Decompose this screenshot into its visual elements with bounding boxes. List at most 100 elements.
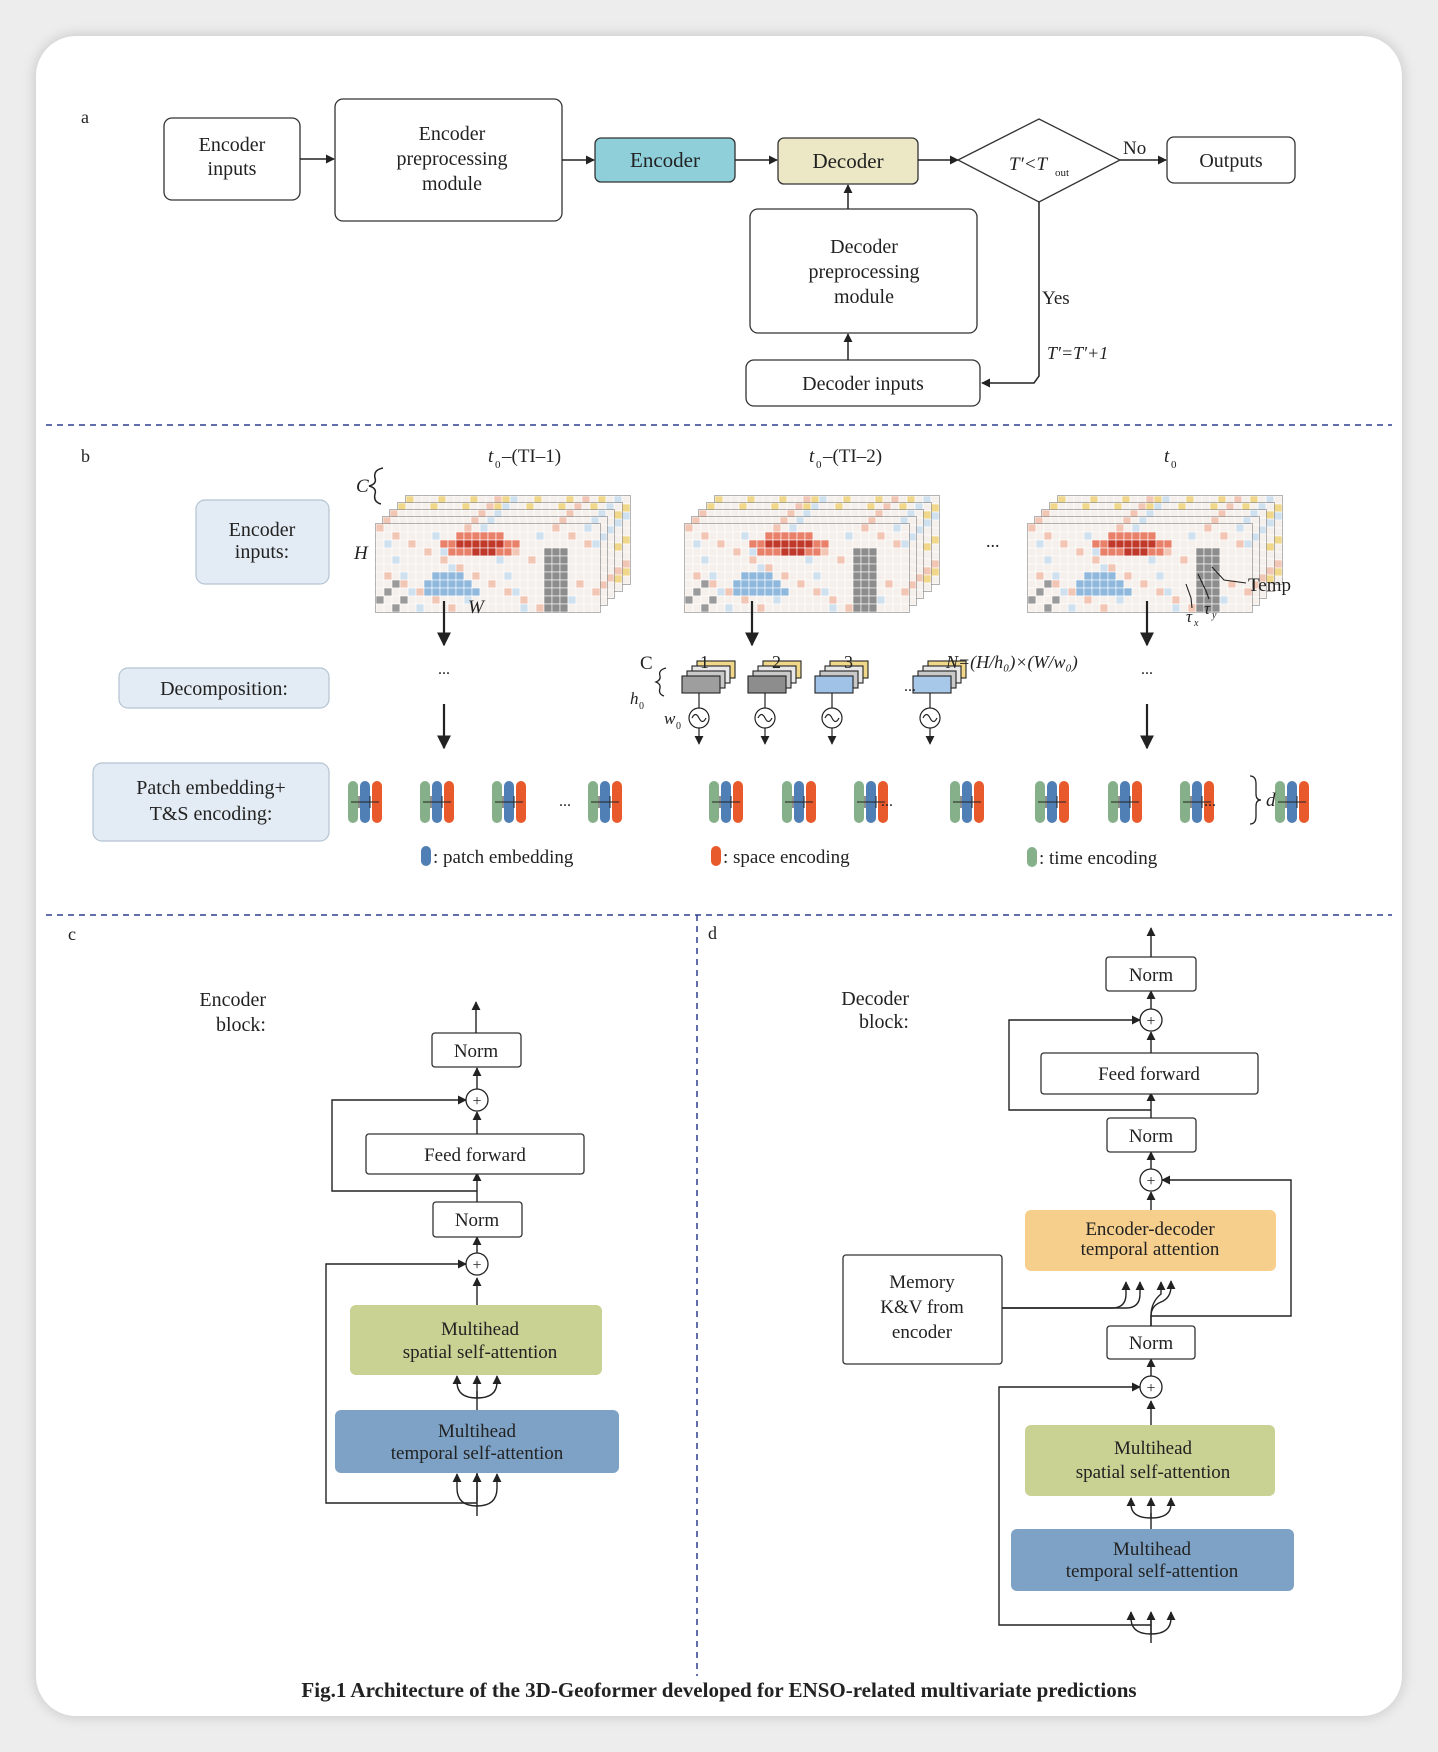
grid-cell	[724, 523, 734, 533]
grid-cell	[1107, 555, 1117, 565]
grid-cell	[439, 555, 449, 565]
no-label: No	[1123, 138, 1146, 159]
grid-cell	[559, 539, 569, 549]
grid-cell	[930, 503, 940, 513]
token-group	[1035, 781, 1069, 823]
grid-cell	[716, 587, 726, 597]
grid-cell	[1219, 555, 1229, 565]
grid-cell	[804, 547, 814, 557]
grid-cell	[1123, 555, 1133, 565]
grid-cell	[764, 539, 774, 549]
grid-cell	[756, 547, 766, 557]
grid-cell	[1195, 539, 1205, 549]
figure-card: a Encoder inputs Encoder preprocessing m…	[36, 36, 1402, 1716]
grid-cell	[922, 550, 932, 560]
grid-cell	[716, 531, 726, 541]
grid-cell	[1115, 571, 1125, 581]
grid-cell	[796, 563, 806, 573]
grid-cell	[495, 531, 505, 541]
decomposition-tag: Decomposition:	[118, 667, 330, 709]
grid-cell	[1051, 523, 1061, 533]
grid-cell	[1027, 603, 1037, 613]
grid-cell	[471, 579, 481, 589]
grid-cell	[1123, 523, 1133, 533]
token-group	[348, 781, 382, 823]
decomp-ellipsis-left: ...	[438, 661, 450, 678]
grid-cell	[1235, 539, 1245, 549]
grid-cell	[1131, 531, 1141, 541]
grid-cell	[1195, 587, 1205, 597]
grid-cell	[1059, 595, 1069, 605]
grid-cell	[1115, 547, 1125, 557]
grid-cell	[447, 523, 457, 533]
grid-cell	[511, 547, 521, 557]
grid-cell	[1211, 547, 1221, 557]
grid-cell	[764, 595, 774, 605]
grid-cell	[479, 579, 489, 589]
grid-cell	[383, 539, 393, 549]
svg-text:0: 0	[816, 459, 822, 471]
grid-cell	[383, 579, 393, 589]
grid-cell	[876, 595, 886, 605]
grid-cell	[1139, 523, 1149, 533]
grid-cell	[1043, 595, 1053, 605]
grid-cell	[900, 587, 910, 597]
grid-cell	[1235, 579, 1245, 589]
grid-cell	[527, 587, 537, 597]
grid-cell	[1027, 539, 1037, 549]
grid-cell	[621, 551, 631, 561]
grid-cell	[519, 563, 529, 573]
grid-cell	[567, 595, 577, 605]
grid-cell	[487, 603, 497, 613]
grid-cell	[772, 595, 782, 605]
grid-cell	[455, 539, 465, 549]
grid-cell	[567, 547, 577, 557]
grid-cell	[1083, 563, 1093, 573]
condition-diamond: T′<T out	[956, 118, 1122, 203]
grid-cell	[1171, 563, 1181, 573]
grid-cell	[868, 547, 878, 557]
grid-cell	[535, 595, 545, 605]
grid-cell	[1027, 547, 1037, 557]
token-group	[709, 781, 743, 823]
grid-cell	[1131, 587, 1141, 597]
grid-cell	[892, 587, 902, 597]
grid-cell	[1027, 571, 1037, 581]
grid-cell	[535, 531, 545, 541]
grid-cell	[1107, 523, 1117, 533]
svg-text:K&V from: K&V from	[880, 1297, 964, 1318]
grid-cell	[1273, 543, 1283, 553]
grid-cell	[479, 531, 489, 541]
patch-h0-label: h	[630, 689, 639, 708]
grid-cell	[828, 555, 838, 565]
grid-cell	[1107, 531, 1117, 541]
grid-cell	[812, 531, 822, 541]
grid-cell	[527, 523, 537, 533]
grid-cell	[796, 595, 806, 605]
d-feed-forward-box: Feed forward	[1040, 1052, 1259, 1095]
svg-text:Feed forward: Feed forward	[424, 1145, 526, 1166]
stack-gap-ellipsis: ...	[986, 531, 1000, 551]
grid-cell	[455, 595, 465, 605]
grid-cell	[1227, 523, 1237, 533]
grid-cell	[740, 603, 750, 613]
grid-cell	[559, 571, 569, 581]
grid-cell	[1027, 587, 1037, 597]
grid-cell	[575, 555, 585, 565]
grid-cell	[415, 579, 425, 589]
grid-cell	[591, 523, 601, 533]
grid-cell	[1187, 563, 1197, 573]
grid-cell	[788, 523, 798, 533]
grid-cell	[471, 563, 481, 573]
grid-cell	[543, 603, 553, 613]
grid-cell	[1059, 571, 1069, 581]
grid-cell	[613, 542, 623, 552]
grid-cell	[1131, 547, 1141, 557]
patch-stack	[912, 660, 967, 745]
grid-cell	[1123, 595, 1133, 605]
grid-cell	[1123, 539, 1133, 549]
grid-cell	[583, 571, 593, 581]
grid-cell	[511, 523, 521, 533]
svg-text:spatial self-attention: spatial self-attention	[1076, 1462, 1231, 1483]
grid-cell	[621, 495, 631, 505]
